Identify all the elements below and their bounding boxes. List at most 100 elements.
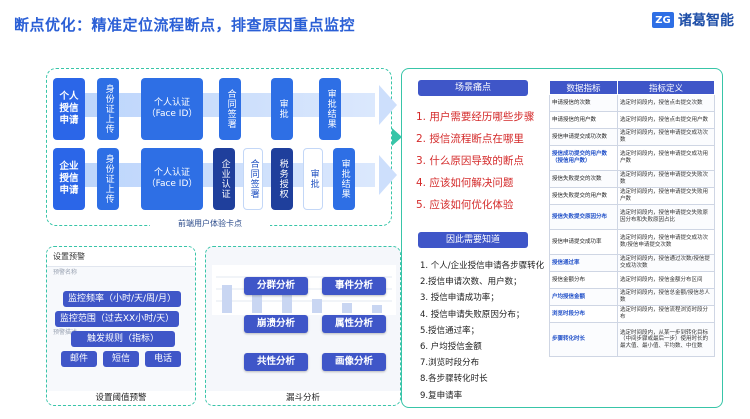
table-row: 授信申请提交成功次数选定时间段内，授信申请提交成功次数: [549, 128, 715, 146]
funnel-analysis-panel: 分群分析 事件分析 崩溃分析 属性分析 共性分析 画像分析 漏斗分析: [205, 246, 401, 406]
metric-name-cell: 授信金额分布: [549, 271, 618, 289]
flow-step[interactable]: 个人认证 （Face ID）: [141, 148, 203, 210]
flow-step[interactable]: 审批结果: [319, 78, 341, 140]
list-item: 5.授信通过率；: [420, 325, 480, 336]
metric-definition-cell: 选定时间段内，授信申请提交失败次数: [617, 170, 715, 188]
metric-name-cell: 授信成功提交的用户数（授信用户数）: [549, 145, 618, 171]
metrics-table-body: 申请授信的次数选定时间段内，授信点击提交次数申请授信的用户数选定时间段内，授信点…: [549, 94, 715, 357]
flow-step[interactable]: 税务授权: [271, 148, 293, 210]
trigger-rule-button[interactable]: 触发规则（指标）: [71, 331, 175, 347]
list-item: 1. 个人/企业授信申请各步骤转化: [420, 261, 545, 271]
knowledge-heading: 因此需要知道: [418, 232, 528, 248]
logo-icon: ZG: [652, 12, 674, 28]
flow-caption: 前端用户体验卡点: [150, 217, 270, 231]
notify-mail-button[interactable]: 邮件: [61, 351, 97, 367]
metric-name-cell: 户均授信金额: [549, 288, 618, 306]
metric-definition-cell: 选定时间段内，授信通过次数/授信提交成功次数: [617, 254, 715, 272]
attribute-analysis-button[interactable]: 属性分析: [322, 315, 386, 333]
metric-name-cell: 授信失败提交的次数: [549, 170, 618, 188]
list-item: 6. 户均授信金额: [420, 341, 482, 352]
alert-field-label: 预警名称: [53, 269, 78, 276]
list-item: 3. 什么原因导致的断点: [416, 155, 524, 167]
page-title: 断点优化：精准定位流程断点，排查原因重点监控: [14, 16, 356, 34]
list-item: 3. 授信申请成功率；: [420, 293, 499, 304]
table-row: 授信通过率选定时间段内，授信通过次数/授信提交成功次数: [549, 254, 715, 272]
column-header-metric: 数据指标: [549, 80, 618, 95]
table-row: 授信失败提交的次数选定时间段内，授信申请提交失败次数: [549, 170, 715, 188]
metric-name-cell: 申请授信的次数: [549, 94, 618, 112]
flow-panel: 个人授信申请 身份证上传 个人认证 （Face ID） 合同签署 审批 审批结果…: [46, 68, 397, 226]
scenario-list: 1. 用户需要经历哪些步骤 2. 授信流程断点在哪里 3. 什么原因导致的断点 …: [416, 106, 534, 216]
list-item: 2.授信申请次数、用户数；: [420, 277, 522, 288]
metric-definition-cell: 选定时间段内，授信申请提交成功用户数: [617, 145, 715, 171]
list-item: 7.浏览时段分布: [420, 358, 480, 369]
metric-name-cell: 授信失败提交原因分布: [549, 204, 618, 230]
notify-phone-button[interactable]: 电话: [145, 351, 181, 367]
arrow-right-icon: [379, 85, 397, 125]
table-row: 步骤转化时长选定时间段内，从某一步到转化目标（中间步骤或最后一步）使用时长的最大…: [549, 322, 715, 357]
list-item: 5. 应该如何优化体验: [416, 199, 514, 211]
flow-step[interactable]: 身份证上传: [97, 78, 119, 140]
alert-settings-panel: 设置预警 预警名称 预警描述 监控频率（小时/天/周/月） 监控范围（过去XX小…: [46, 246, 196, 406]
metric-definition-cell: 选定时间段内，授信点击提交次数: [617, 94, 715, 112]
list-item: 8.各步骤转化时长: [420, 374, 488, 385]
metric-name-cell: 授信申请提交成功率: [549, 229, 618, 255]
list-item: 4. 应该如何解决问题: [416, 177, 514, 189]
flow-step[interactable]: 审批: [303, 148, 323, 210]
metric-definition-cell: 选定时间段内，授信申请提交失败原因分布和失败原因占比: [617, 204, 715, 230]
flow-step[interactable]: 合同签署: [219, 78, 241, 140]
flow-step[interactable]: 合同签署: [243, 148, 263, 210]
list-item: 2. 授信流程断点在哪里: [416, 133, 524, 145]
scenario-heading: 场景痛点: [418, 80, 528, 96]
metric-definition-cell: 选定时间段内，授信金额分布区间: [617, 271, 715, 289]
metric-definition-cell: 选定时间段内，授信申请提交成功次数/授信申请提交次数: [617, 229, 715, 255]
alert-field-label: 预警描述: [53, 329, 78, 336]
knowledge-list: 1. 个人/企业授信申请各步骤转化 2.授信申请次数、用户数； 3. 授信申请成…: [420, 258, 544, 404]
table-row: 授信申请提交成功率选定时间段内，授信申请提交成功次数/授信申请提交次数: [549, 229, 715, 255]
metric-definition-cell: 选定时间段内，授信申请提交失败用户数: [617, 187, 715, 205]
flow-row-enterprise: 企业授信申请 身份证上传 个人认证 （Face ID） 企业认证 合同签署 税务…: [53, 145, 397, 213]
brand-logo: ZG 诸葛智能: [652, 10, 734, 30]
flow-role-personal[interactable]: 个人授信申请: [53, 78, 85, 140]
column-header-definition: 指标定义: [617, 80, 715, 95]
table-row: 授信失败提交的用户数选定时间段内，授信申请提交失败用户数: [549, 187, 715, 205]
metric-definition-cell: 选定时间段内，授信流程浏览时段分布: [617, 305, 715, 323]
portrait-analysis-button[interactable]: 画像分析: [322, 353, 386, 371]
logo-text: 诸葛智能: [678, 13, 734, 29]
metric-name-cell: 授信申请提交成功次数: [549, 128, 618, 146]
funnel-panel-caption: 漏斗分析: [206, 391, 400, 405]
monitor-frequency-button[interactable]: 监控频率（小时/天/周/月）: [63, 291, 181, 307]
flow-step[interactable]: 审批: [271, 78, 293, 140]
table-row: 申请授信的次数选定时间段内，授信点击提交次数: [549, 94, 715, 112]
flow-row-personal: 个人授信申请 身份证上传 个人认证 （Face ID） 合同签署 审批 审批结果: [53, 75, 397, 143]
table-row: 申请授信的用户数选定时间段内，授信点击提交用户数: [549, 111, 715, 129]
table-row: 授信金额分布选定时间段内，授信金额分布区间: [549, 271, 715, 289]
flow-step[interactable]: 审批结果: [333, 148, 355, 210]
crash-analysis-button[interactable]: 崩溃分析: [244, 315, 308, 333]
monitor-range-button[interactable]: 监控范围（过去XX小时/天）: [55, 311, 179, 327]
list-item: 9.复申请率: [420, 390, 463, 401]
table-row: 浏览时段分布选定时间段内，授信流程浏览时段分布: [549, 305, 715, 323]
metric-definition-cell: 选定时间段内，授信总金额/授信总人数: [617, 288, 715, 306]
commonality-analysis-button[interactable]: 共性分析: [244, 353, 308, 371]
metric-definition-cell: 选定时间段内，授信点击提交用户数: [617, 111, 715, 129]
metric-name-cell: 浏览时段分布: [549, 305, 618, 323]
metric-definition-cell: 选定时间段内，授信申请提交成功次数: [617, 128, 715, 146]
analysis-panel: [401, 68, 723, 408]
flow-step[interactable]: 个人认证 （Face ID）: [141, 78, 203, 140]
list-item: 4. 授信申请失败原因分布；: [420, 309, 525, 320]
segment-analysis-button[interactable]: 分群分析: [244, 277, 308, 295]
notify-sms-button[interactable]: 短信: [103, 351, 139, 367]
table-row: 户均授信金额选定时间段内，授信总金额/授信总人数: [549, 288, 715, 306]
event-analysis-button[interactable]: 事件分析: [322, 277, 386, 295]
metric-name-cell: 授信失败提交的用户数: [549, 187, 618, 205]
flow-role-enterprise[interactable]: 企业授信申请: [53, 148, 85, 210]
alert-panel-title: 设置预警: [47, 247, 195, 267]
metric-name-cell: 申请授信的用户数: [549, 111, 618, 129]
table-row: 授信失败提交原因分布选定时间段内，授信申请提交失败原因分布和失败原因占比: [549, 204, 715, 230]
metrics-table: 数据指标 指标定义 申请授信的次数选定时间段内，授信点击提交次数申请授信的用户数…: [549, 80, 715, 357]
list-item: 1. 用户需要经历哪些步骤: [416, 111, 535, 123]
arrow-right-icon: [392, 128, 402, 146]
flow-step[interactable]: 企业认证: [213, 148, 235, 210]
flow-step[interactable]: 身份证上传: [97, 148, 119, 210]
